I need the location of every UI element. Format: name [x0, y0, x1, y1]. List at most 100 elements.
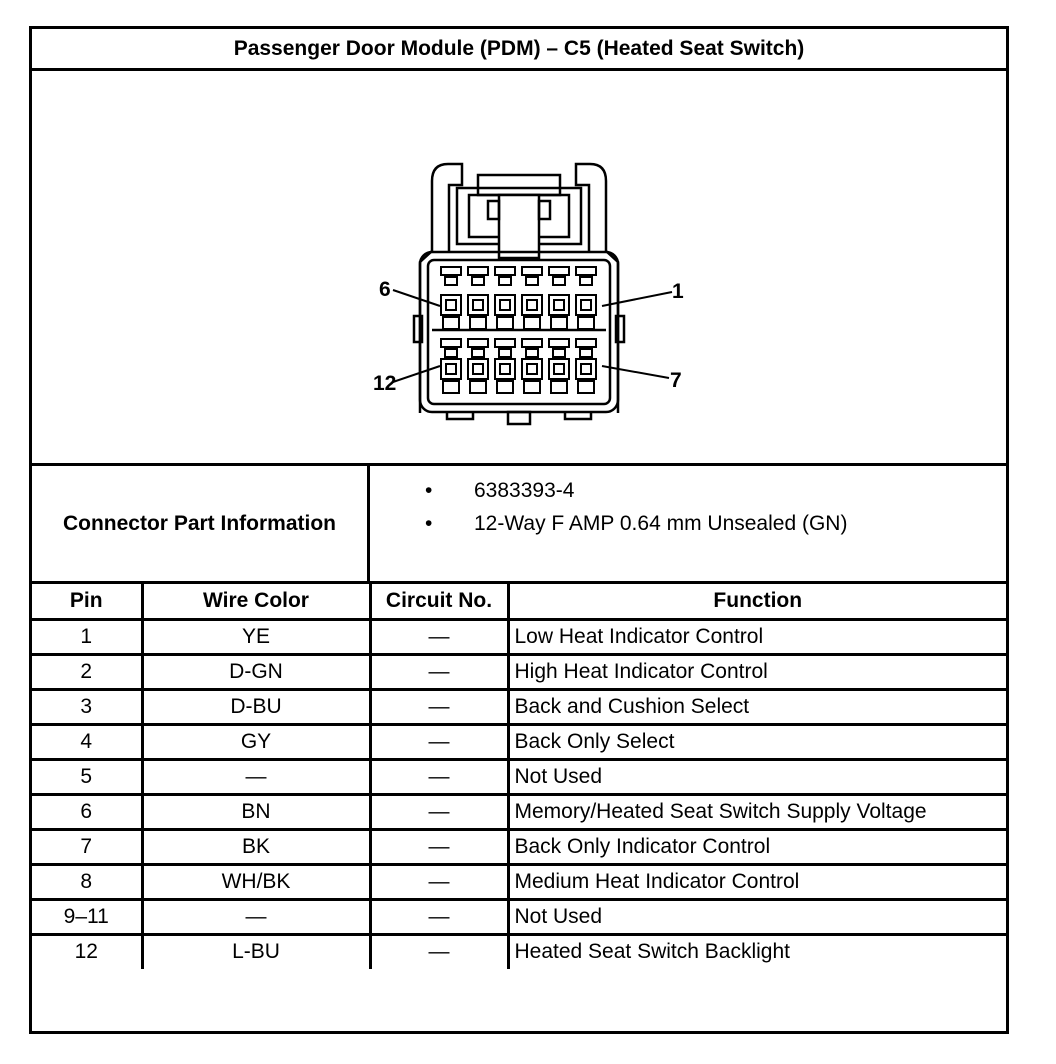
- pin-cell: 4: [32, 722, 144, 761]
- cavity-latch: [498, 348, 512, 358]
- function-cell: Low Heat Indicator Control: [506, 617, 1006, 656]
- function-cell: Not Used: [506, 897, 1006, 936]
- circuit-number-cell: —: [368, 617, 510, 656]
- terminal-cavity: [467, 358, 489, 380]
- connector-sheet: Passenger Door Module (PDM) – C5 (Heated…: [29, 26, 1009, 1034]
- function-cell: Back Only Indicator Control: [506, 827, 1006, 866]
- terminal-cavity: [440, 294, 462, 316]
- circuit-number-cell: —: [368, 687, 510, 726]
- circuit-number-cell: —: [368, 792, 510, 831]
- cavity-lock: [496, 380, 514, 394]
- table-row: 5——Not Used: [32, 757, 1006, 796]
- cavity-latch: [471, 348, 485, 358]
- terminal-cavity: [548, 358, 570, 380]
- terminal-cavity-inner: [526, 299, 538, 311]
- cavity-latch: [525, 276, 539, 286]
- cavity-latch: [579, 276, 593, 286]
- pin-cell: 2: [32, 652, 144, 691]
- table-row: 9–11——Not Used: [32, 897, 1006, 936]
- pin-label-12: 12: [373, 372, 396, 395]
- cavity-latch: [575, 266, 597, 276]
- function-cell: Heated Seat Switch Backlight: [506, 932, 1006, 969]
- terminal-cavity: [521, 294, 543, 316]
- pin-cell: 12: [32, 932, 144, 969]
- header-circuit-no: Circuit No.: [368, 584, 510, 621]
- cavity-latch: [494, 338, 516, 348]
- cavity-latch: [548, 266, 570, 276]
- connector-part-number: 6383393-4: [474, 479, 575, 502]
- circuit-number-cell: —: [368, 862, 510, 901]
- terminal-cavity-inner: [472, 299, 484, 311]
- terminal-cavity: [440, 358, 462, 380]
- function-cell: Not Used: [506, 757, 1006, 796]
- pin-label-6: 6: [379, 278, 391, 301]
- header-wire-color: Wire Color: [140, 584, 372, 621]
- pin-cell: 8: [32, 862, 144, 901]
- cavity-latch: [575, 338, 597, 348]
- terminal-cavity-inner: [553, 363, 565, 375]
- wire-color-cell: —: [140, 757, 372, 796]
- connector-description: 12-Way F AMP 0.64 mm Unsealed (GN): [474, 512, 848, 535]
- cavity-latch: [579, 348, 593, 358]
- terminal-cavity: [521, 358, 543, 380]
- connector-part-information-label: Connector Part Information: [32, 466, 370, 581]
- cavity-latch: [552, 276, 566, 286]
- cavity-latch: [521, 266, 543, 276]
- cavity-lock: [469, 380, 487, 394]
- header-pin: Pin: [32, 584, 144, 621]
- cavity-lock: [442, 316, 460, 330]
- circuit-number-cell: —: [368, 827, 510, 866]
- function-cell: Back Only Select: [506, 722, 1006, 761]
- terminal-cavity-inner: [499, 363, 511, 375]
- function-cell: Medium Heat Indicator Control: [506, 862, 1006, 901]
- terminal-cavity-inner: [526, 363, 538, 375]
- cavity-latch: [467, 338, 489, 348]
- cavity-latch: [521, 338, 543, 348]
- circuit-number-cell: —: [368, 652, 510, 691]
- pin-label-7: 7: [670, 369, 682, 392]
- terminal-cavity-inner: [472, 363, 484, 375]
- cavity-latch: [552, 348, 566, 358]
- pin-cell: 3: [32, 687, 144, 726]
- circuit-number-cell: —: [368, 932, 510, 969]
- wire-color-cell: L-BU: [140, 932, 372, 969]
- pin-cell: 7: [32, 827, 144, 866]
- cavity-lock: [577, 316, 595, 330]
- connector-face-drawing: 6 1 12 7: [373, 162, 684, 426]
- cavity-latch: [548, 338, 570, 348]
- circuit-number-cell: —: [368, 757, 510, 796]
- wire-color-cell: WH/BK: [140, 862, 372, 901]
- connector-diagram: 6 1 12 7: [32, 71, 1006, 466]
- terminal-cavity: [467, 294, 489, 316]
- bullet-icon: •: [425, 512, 433, 535]
- terminal-cavity: [575, 294, 597, 316]
- cavity-lock: [550, 380, 568, 394]
- function-cell: High Heat Indicator Control: [506, 652, 1006, 691]
- wire-color-cell: BN: [140, 792, 372, 831]
- terminal-cavity: [548, 294, 570, 316]
- wire-color-cell: D-GN: [140, 652, 372, 691]
- terminal-cavity: [575, 358, 597, 380]
- terminal-cavity-inner: [580, 299, 592, 311]
- wire-color-cell: GY: [140, 722, 372, 761]
- circuit-number-cell: —: [368, 897, 510, 936]
- cavity-latch: [444, 276, 458, 286]
- pin-label-1: 1: [672, 280, 684, 303]
- wire-color-cell: BK: [140, 827, 372, 866]
- cavity-lock: [442, 380, 460, 394]
- circuit-number-cell: —: [368, 722, 510, 761]
- pin-cell: 6: [32, 792, 144, 831]
- cavity-lock: [523, 316, 541, 330]
- cavity-latch: [494, 266, 516, 276]
- function-cell: Memory/Heated Seat Switch Supply Voltage: [506, 792, 1006, 831]
- terminal-cavity-inner: [553, 299, 565, 311]
- cavity-latch: [525, 348, 539, 358]
